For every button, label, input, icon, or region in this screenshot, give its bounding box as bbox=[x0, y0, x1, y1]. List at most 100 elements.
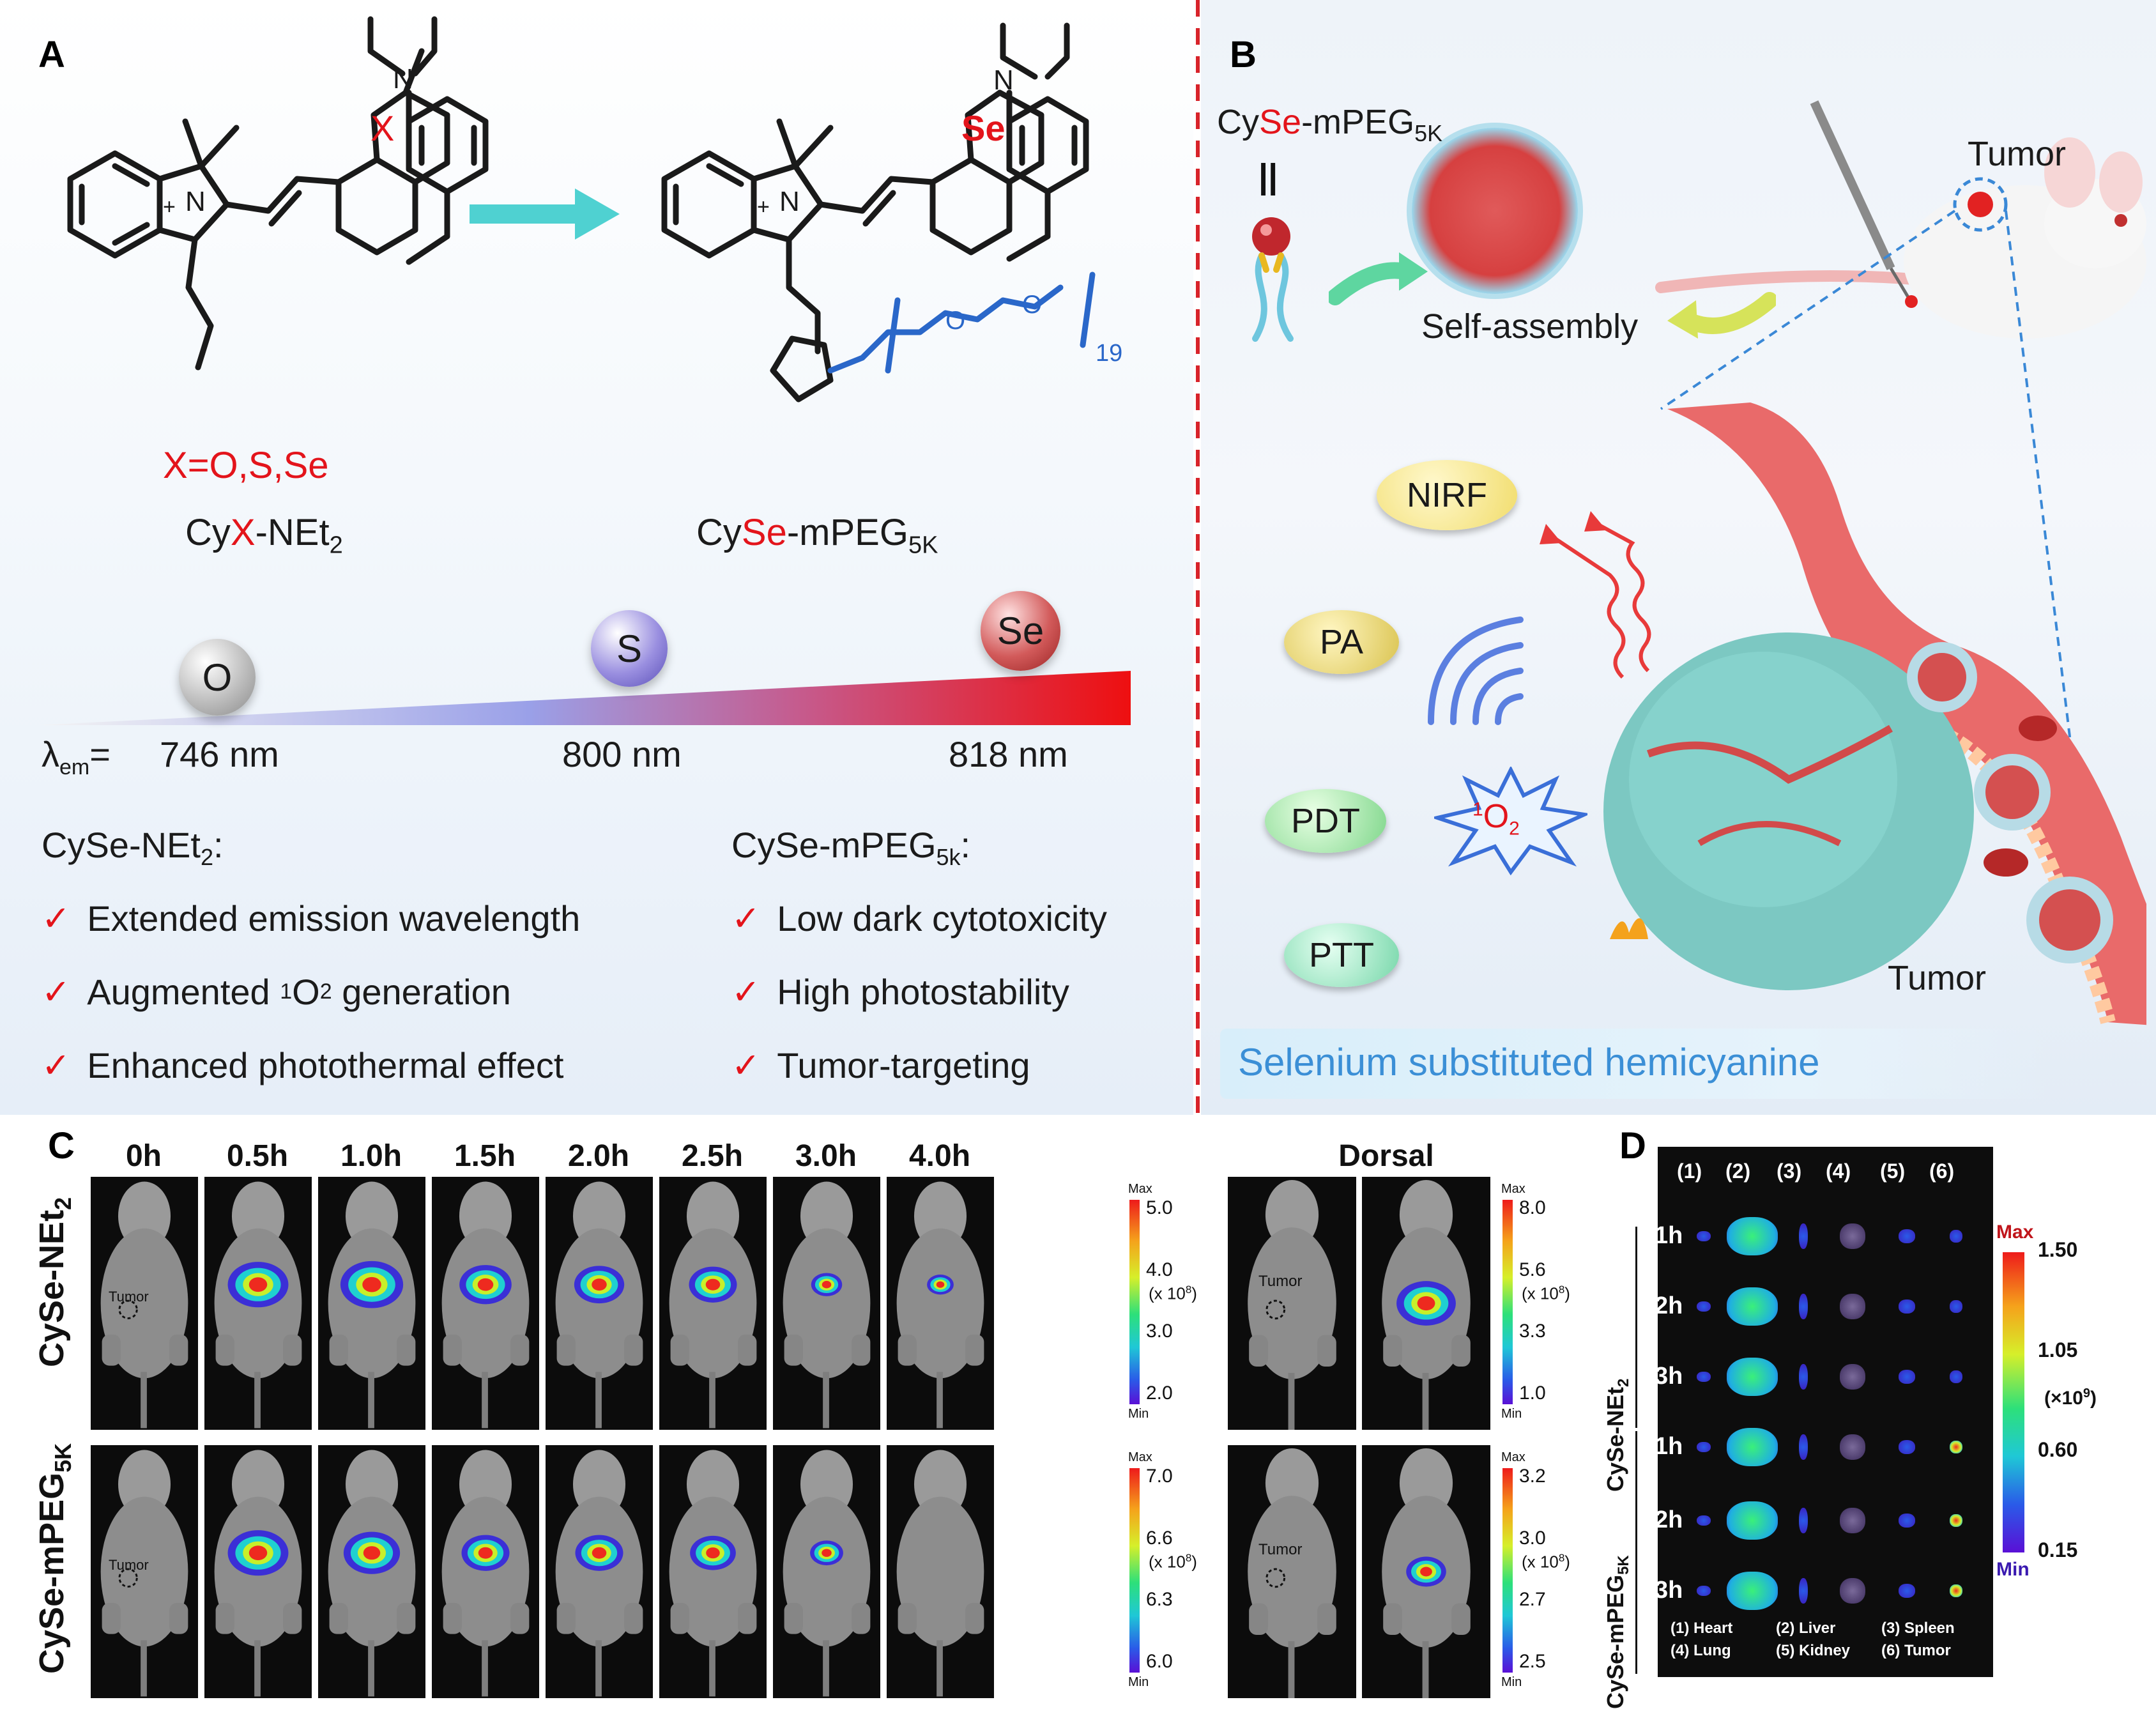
x-definition: X=O,S,Se bbox=[163, 445, 329, 486]
peg-oxygen-1: O bbox=[945, 307, 965, 335]
mouse-silhouette bbox=[669, 1450, 757, 1697]
emission-gradient-wedge bbox=[38, 671, 1131, 725]
organ-legend-item: (1) Heart bbox=[1671, 1620, 1733, 1637]
organ-blob bbox=[1899, 1370, 1915, 1384]
dorsal-imaging-tile bbox=[1361, 1176, 1492, 1431]
imaging-tile bbox=[431, 1444, 540, 1699]
scale-tick-label: 4.0 bbox=[1146, 1259, 1173, 1280]
organ-blob bbox=[1840, 1508, 1865, 1533]
scale-tick-label: 1.0 bbox=[1519, 1383, 1546, 1404]
scale-tick-label: 2.0 bbox=[1146, 1383, 1173, 1404]
sulfur-sphere: S bbox=[591, 610, 668, 687]
organ-blob bbox=[1799, 1434, 1808, 1460]
organ-blob bbox=[1727, 1358, 1778, 1396]
panel-b-letter: B bbox=[1230, 34, 1257, 75]
mouse-silhouette bbox=[1382, 1179, 1471, 1430]
scale-min-label: Min bbox=[1501, 1407, 1522, 1421]
organ-column-number: (1) bbox=[1677, 1160, 1702, 1183]
organ-scale-min: Min bbox=[1996, 1559, 2030, 1580]
mouse-silhouette bbox=[1248, 1179, 1336, 1430]
imaging-tile bbox=[885, 1176, 995, 1431]
organ-blob bbox=[1899, 1229, 1915, 1243]
mouse-silhouette bbox=[555, 1181, 643, 1429]
tumor-vessel-illustration bbox=[1603, 402, 2146, 1025]
selenium-atom-label: Se bbox=[961, 108, 1005, 148]
time-point-label: 0h bbox=[125, 1139, 162, 1173]
mouse-silhouette bbox=[896, 1181, 984, 1429]
mouse-silhouette bbox=[214, 1450, 302, 1697]
organ-blob bbox=[1727, 1572, 1778, 1610]
imaging-tile bbox=[772, 1444, 882, 1699]
scale-unit-label: (x 108) bbox=[1149, 1283, 1197, 1303]
diethylamine-fragment-a: N bbox=[367, 16, 489, 265]
organ-blob bbox=[1697, 1301, 1711, 1312]
organ-blob bbox=[1840, 1223, 1865, 1249]
nitrogen-atom-b: N bbox=[779, 186, 800, 217]
tumor-tag: Tumor bbox=[109, 1557, 149, 1573]
imaging-scale-colorbar bbox=[1129, 1468, 1140, 1673]
organ-colorbar bbox=[2003, 1252, 2024, 1552]
panel-c-letter: C bbox=[48, 1125, 75, 1167]
organ-scale-tick: 1.05 bbox=[2038, 1338, 2078, 1361]
mouse-silhouette bbox=[896, 1450, 984, 1697]
banner-text: Selenium substituted hemicyanine bbox=[1238, 1041, 1820, 1084]
organ-legend-item: (5) Kidney bbox=[1776, 1642, 1851, 1659]
panel-a-letter: A bbox=[38, 34, 65, 75]
dorsal-imaging-tile: Tumor bbox=[1227, 1176, 1357, 1431]
time-point-label: 3.0h bbox=[795, 1139, 857, 1173]
mouse-silhouette bbox=[100, 1450, 188, 1697]
organ-column-number: (5) bbox=[1880, 1160, 1906, 1183]
cyse-mpeg-structure: Se N + O O 19 bbox=[661, 22, 1122, 402]
checkmark-icon: ✓ bbox=[731, 900, 761, 938]
scale-min-label: Min bbox=[1501, 1675, 1522, 1689]
checkmark-icon: ✓ bbox=[42, 1046, 71, 1085]
emission-value-se: 818 nm bbox=[949, 734, 1068, 774]
organ-scale-tick: 0.60 bbox=[2038, 1438, 2078, 1462]
checkmark-icon: ✓ bbox=[42, 973, 71, 1011]
selenium-sphere: Se bbox=[981, 591, 1060, 671]
organ-scale-tick: 0.15 bbox=[2038, 1538, 2078, 1561]
organ-blob bbox=[1799, 1508, 1808, 1533]
scale-tick-label: 7.0 bbox=[1146, 1466, 1173, 1487]
row-label-cyse-net2: CySe-NEt2 bbox=[33, 1197, 76, 1367]
organ-blob bbox=[1799, 1294, 1808, 1319]
organ-group-label: CySe-mPEG5K bbox=[1602, 1555, 1633, 1709]
fluorescence-wave-icon bbox=[1540, 511, 1651, 679]
mouse-silhouette bbox=[328, 1181, 416, 1429]
scale-tick-label: 6.3 bbox=[1146, 1589, 1173, 1611]
mouse-silhouette bbox=[1382, 1448, 1471, 1698]
plus-charge-b: + bbox=[757, 195, 770, 219]
dorsal-imaging-tile: Tumor bbox=[1227, 1444, 1357, 1699]
right-feature-item: ✓Low dark cytotoxicity bbox=[731, 898, 1107, 939]
organ-blob bbox=[1697, 1515, 1711, 1526]
time-point-label: 2.0h bbox=[567, 1139, 630, 1173]
imaging-tile bbox=[431, 1176, 540, 1431]
imaging-tile bbox=[203, 1444, 313, 1699]
imaging-tile bbox=[658, 1176, 768, 1431]
peg-oxygen-2: O bbox=[1022, 291, 1042, 319]
panel-d-letter: D bbox=[1619, 1125, 1646, 1167]
amine-nitrogen-a: N bbox=[393, 63, 413, 95]
scale-unit-label: (x 108) bbox=[1149, 1551, 1197, 1572]
organ-time-label: 2h bbox=[1655, 1506, 1683, 1533]
mouse-silhouette bbox=[100, 1181, 188, 1429]
organ-blob bbox=[1950, 1370, 1962, 1383]
scale-tick-label: 5.6 bbox=[1519, 1259, 1546, 1280]
organ-blob bbox=[1840, 1294, 1865, 1319]
organ-blob bbox=[1697, 1231, 1711, 1241]
oxygen-sphere: O bbox=[179, 639, 256, 716]
organ-time-label: 3h bbox=[1655, 1577, 1683, 1604]
dorsal-scale-colorbar bbox=[1502, 1200, 1513, 1404]
dorsal-label: Dorsal bbox=[1338, 1139, 1434, 1173]
scale-max-label: Max bbox=[1128, 1450, 1152, 1464]
cyx-net2-label: CyX-NEt2 bbox=[185, 512, 343, 559]
scale-tick-label: 2.7 bbox=[1519, 1589, 1546, 1611]
organ-legend-item: (2) Liver bbox=[1776, 1620, 1836, 1637]
organ-column-number: (2) bbox=[1725, 1160, 1751, 1183]
organ-legend-item: (4) Lung bbox=[1671, 1642, 1731, 1659]
imaging-tile bbox=[317, 1176, 427, 1431]
cyx-net2-structure: X N + bbox=[67, 48, 450, 371]
organ-time-label: 1h bbox=[1655, 1222, 1683, 1249]
scale-tick-label: 3.0 bbox=[1146, 1321, 1173, 1342]
